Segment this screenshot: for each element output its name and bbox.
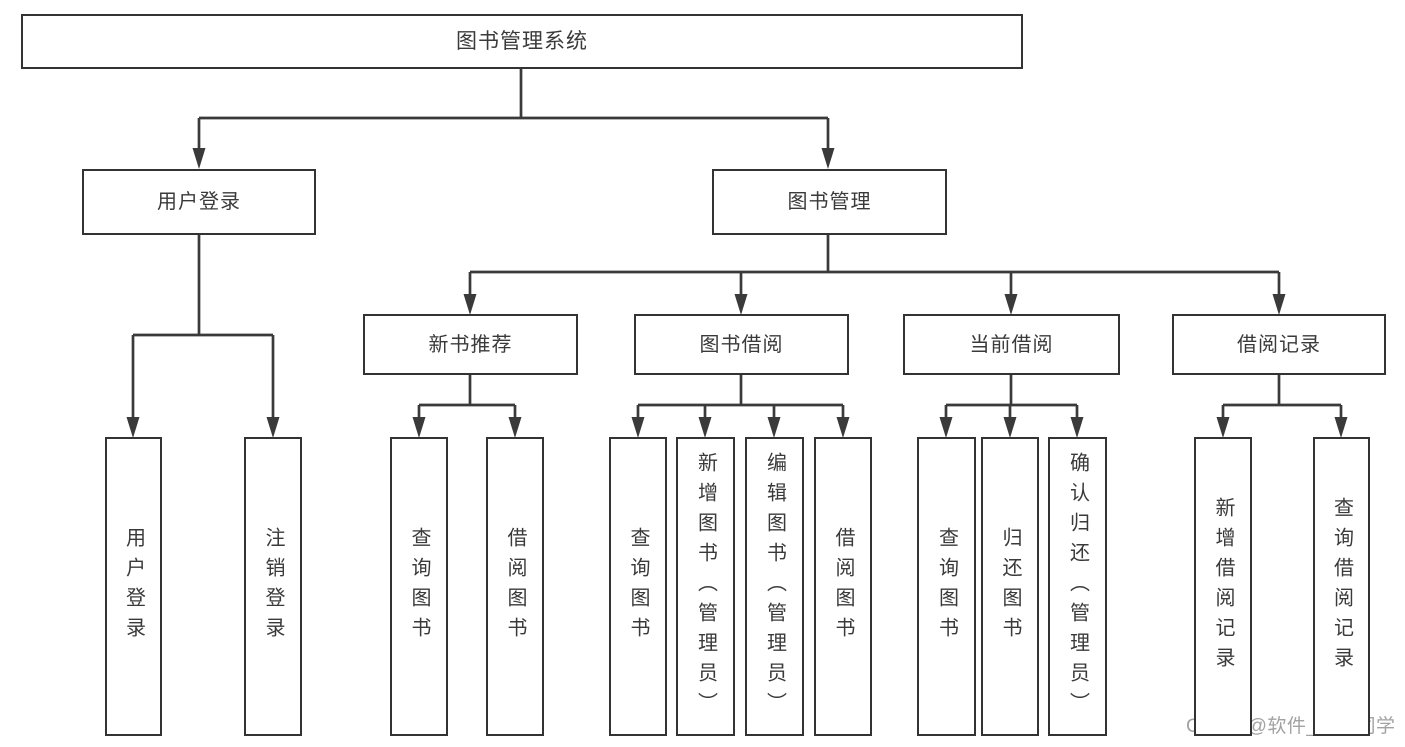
arrowhead-icon xyxy=(821,148,835,169)
node-leaf-edit-books: 编辑图书（管理员） xyxy=(745,437,804,736)
edge-line xyxy=(944,375,1079,419)
node-leaf-borrow-books-2: 借阅图书 xyxy=(814,437,872,736)
node-new-book-recommend: 新书推荐 xyxy=(363,314,578,375)
arrowhead-icon xyxy=(767,417,781,438)
node-label-book-management: 图书管理 xyxy=(787,191,872,213)
edge-line xyxy=(417,375,517,419)
arrowhead-icon xyxy=(836,417,850,438)
edge-book-management-children xyxy=(463,235,1286,315)
arrowhead-icon xyxy=(734,294,748,315)
arrowhead-icon xyxy=(1003,417,1017,438)
arrowhead-icon xyxy=(631,417,645,438)
node-label-leaf-user-login: 用户登录 xyxy=(122,526,145,647)
edge-line xyxy=(197,69,830,150)
node-label-leaf-edit-books: 编辑图书（管理员） xyxy=(763,451,786,722)
node-book-management: 图书管理 xyxy=(712,169,947,235)
node-leaf-add-books: 新增图书（管理员） xyxy=(676,437,735,736)
node-label-leaf-return-books: 归还图书 xyxy=(999,526,1021,647)
node-label-leaf-confirm-return: 确认归还（管理员） xyxy=(1066,451,1089,722)
node-borrowing-records: 借阅记录 xyxy=(1172,314,1386,375)
edge-current-borrowing-children xyxy=(939,375,1084,438)
node-leaf-borrow-books-1: 借阅图书 xyxy=(486,437,544,736)
node-label-user-login: 用户登录 xyxy=(157,191,241,213)
node-label-borrowing-records: 借阅记录 xyxy=(1237,333,1321,356)
edge-line xyxy=(1221,375,1343,419)
edge-borrowing-records-children xyxy=(1216,375,1348,438)
node-label-leaf-query-books-2: 查询图书 xyxy=(627,526,649,647)
edge-user-login-children xyxy=(126,235,280,438)
node-root: 图书管理系统 xyxy=(21,14,1023,69)
arrowhead-icon xyxy=(508,417,522,438)
node-label-leaf-query-books-3: 查询图书 xyxy=(935,526,958,647)
arrowhead-icon xyxy=(1272,294,1286,315)
node-leaf-query-books-3: 查询图书 xyxy=(917,437,976,736)
arrowhead-icon xyxy=(463,294,477,315)
arrowhead-icon xyxy=(939,417,953,438)
node-label-leaf-add-books: 新增图书（管理员） xyxy=(694,451,717,722)
node-leaf-confirm-return: 确认归还（管理员） xyxy=(1048,437,1107,736)
edge-book-borrowing-children xyxy=(631,375,850,438)
node-book-borrowing: 图书借阅 xyxy=(634,314,849,375)
node-label-new-book-recommend: 新书推荐 xyxy=(428,333,513,356)
node-label-current-borrowing: 当前借阅 xyxy=(969,333,1054,356)
arrowhead-icon xyxy=(1004,294,1018,315)
node-label-leaf-borrow-books-1: 借阅图书 xyxy=(504,526,526,647)
node-leaf-user-login: 用户登录 xyxy=(105,437,162,736)
edge-line xyxy=(131,235,275,419)
arrowhead-icon xyxy=(1070,417,1084,438)
node-label-leaf-borrow-books-2: 借阅图书 xyxy=(832,526,854,647)
edge-line xyxy=(468,235,1281,296)
edge-root-to-level2 xyxy=(192,69,835,169)
node-label-leaf-add-borrow-record: 新增借阅记录 xyxy=(1212,496,1234,677)
node-label-leaf-logout: 注销登录 xyxy=(262,526,284,647)
arrowhead-icon xyxy=(266,417,280,438)
arrowhead-icon xyxy=(1334,417,1348,438)
arrowhead-icon xyxy=(698,417,712,438)
node-leaf-return-books: 归还图书 xyxy=(981,437,1039,736)
node-user-login: 用户登录 xyxy=(82,169,316,235)
arrowhead-icon xyxy=(412,417,426,438)
node-label-root: 图书管理系统 xyxy=(456,29,588,53)
arrowhead-icon xyxy=(192,148,206,169)
arrowhead-icon xyxy=(1216,417,1230,438)
node-leaf-query-borrow-record: 查询借阅记录 xyxy=(1313,437,1370,736)
edge-new-book-recommend-children xyxy=(412,375,522,438)
node-leaf-logout: 注销登录 xyxy=(244,437,302,736)
arrowhead-icon xyxy=(126,417,140,438)
edge-line xyxy=(636,375,845,419)
node-leaf-add-borrow-record: 新增借阅记录 xyxy=(1194,437,1252,736)
node-leaf-query-books-2: 查询图书 xyxy=(609,437,667,736)
node-leaf-query-books-1: 查询图书 xyxy=(390,437,448,736)
node-label-leaf-query-borrow-record: 查询借阅记录 xyxy=(1330,496,1353,677)
node-label-book-borrowing: 图书借阅 xyxy=(699,333,784,356)
node-label-leaf-query-books-1: 查询图书 xyxy=(408,526,430,647)
node-current-borrowing: 当前借阅 xyxy=(903,314,1120,375)
